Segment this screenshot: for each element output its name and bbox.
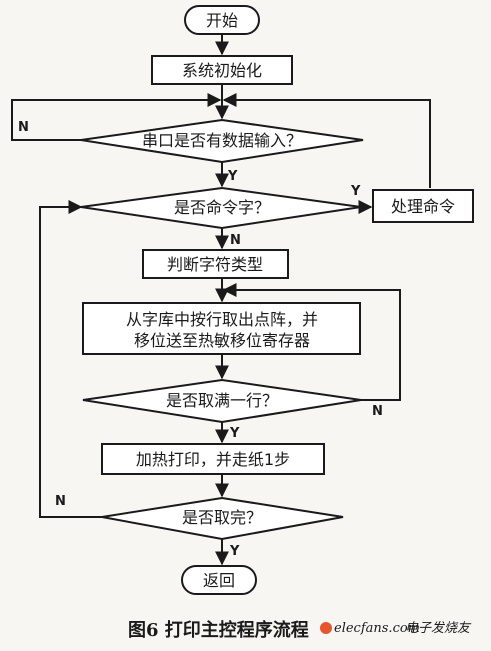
fetch-dot-matrix-process: 从字库中按行取出点阵，并 移位送至热敏移位寄存器 [82,302,361,355]
serial-yes-label: Y [227,169,238,184]
elecfans-watermark: elecfans.com 电子发烧友 [320,621,472,636]
command-label: 是否命令字？ [174,198,270,217]
heat-print-process: 加热打印，并走纸1步 [101,443,325,475]
return-label: 返回 [203,571,235,590]
start-terminal: 开始 [184,5,260,35]
command-yes-label: Y [350,184,361,199]
done-label: 是否取完？ [182,508,262,527]
line-full-label: 是否取满一行？ [166,391,278,410]
init-process: 系统初始化 [151,55,293,85]
command-no-label: N [230,233,241,248]
done-no-label: N [55,494,66,509]
arrow-serial-no-loop [11,93,222,141]
fetch-line2-label: 移位送至热敏移位寄存器 [134,331,310,350]
arrow-done-no-loop [39,200,102,518]
return-terminal: 返回 [181,565,257,595]
serial-input-decision: 串口是否有数据输入？ [80,118,364,164]
figure-caption: 图6 打印主控程序流程 [128,619,309,641]
line-full-no-label: N [372,404,383,419]
branch-labels: N Y Y N N Y N Y [18,120,383,559]
done-yes-label: Y [229,544,240,559]
watermark-cn: 电子发烧友 [405,621,472,636]
arrow-linefull-no-loop [222,283,401,401]
line-full-yes-label: Y [229,426,240,441]
process-command-box: 处理命令 [372,189,474,223]
serial-input-label: 串口是否有数据输入？ [142,131,302,150]
connectors [11,34,431,566]
arrow-process-return [222,93,431,188]
heat-print-label: 加热打印，并走纸1步 [136,450,290,469]
judge-type-label: 判断字符类型 [167,255,263,274]
watermark-logo: elecfans.com [334,621,420,636]
done-decision: 是否取完？ [101,496,344,541]
init-label: 系统初始化 [182,61,262,80]
fetch-line1-label: 从字库中按行取出点阵，并 [126,310,318,329]
start-label: 开始 [206,11,238,30]
line-full-decision: 是否取满一行？ [82,378,362,424]
process-command-label: 处理命令 [391,197,455,216]
judge-type-process: 判断字符类型 [142,249,289,279]
command-decision: 是否命令字？ [80,186,362,230]
serial-no-label: N [18,120,29,135]
watermark-logo-icon [320,622,332,634]
